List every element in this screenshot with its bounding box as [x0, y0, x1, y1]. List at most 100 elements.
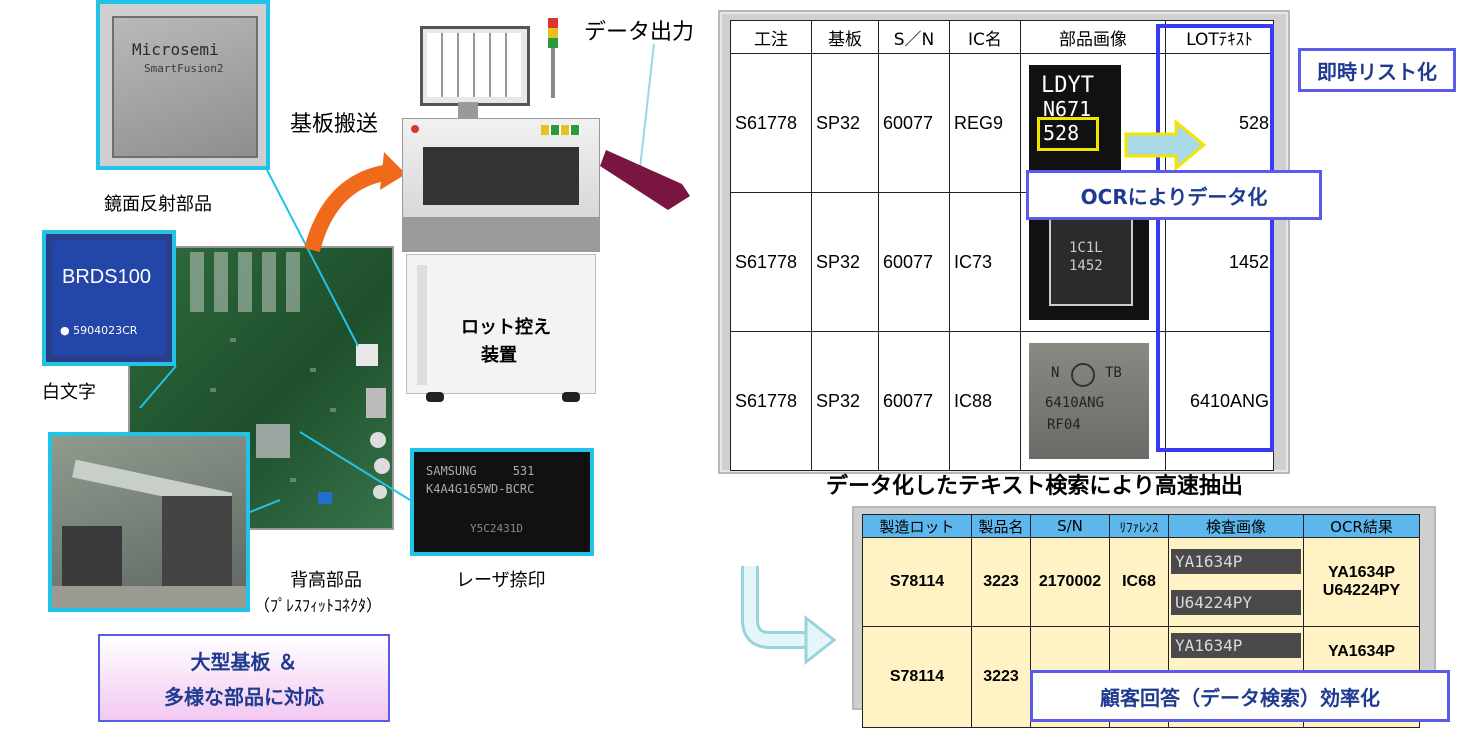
white-text-photo: BRDS100 ● 5904023CR — [42, 230, 176, 366]
lot-machine: ロット控え 装置 — [398, 18, 600, 408]
inspection-image-line: U64224PY — [1171, 590, 1301, 615]
col-header: 製品名 — [971, 514, 1031, 538]
lot-table: 工注 基板 S／N IC名 部品画像 LOTﾃｷｽﾄ S61778 SP32 6… — [730, 20, 1274, 471]
pcb-details — [150, 252, 390, 504]
white-text-main: BRDS100 — [62, 266, 151, 288]
part-image-1: LDYT N671 528 — [1029, 65, 1121, 181]
table-cell: REG9 — [949, 53, 1021, 193]
part-image-1-line-1: LDYT — [1041, 73, 1094, 98]
large-board-callout-line-2: 多様な部品に対応 — [164, 685, 324, 709]
large-board-callout-line-1: 大型基板 ＆ — [190, 650, 298, 674]
col-header: IC名 — [949, 20, 1021, 54]
white-text-label: 白文字 — [42, 382, 96, 403]
transport-arrow-head — [380, 152, 406, 190]
table-cell: S61778 — [730, 53, 812, 193]
customer-efficiency-callout: 顧客回答（データ検索）効率化 — [1030, 670, 1450, 722]
part-image-3-line-1: N — [1051, 365, 1060, 381]
col-header: 部品画像 — [1020, 20, 1166, 54]
col-header: 工注 — [730, 20, 812, 54]
table-cell: S61778 — [730, 192, 812, 332]
part-image-3-line-3: 6410ANG — [1045, 395, 1105, 411]
machine-monitor — [420, 26, 530, 106]
mirror-chip-sub: SmartFusion2 — [144, 62, 224, 75]
table-row: S61778 SP32 60077 IC73 1C1L 1452 1452 — [730, 192, 1274, 332]
part-image-cell: LDYT N671 528 — [1020, 53, 1166, 193]
instant-list-callout: 即時リスト化 — [1298, 48, 1456, 92]
table-cell: 60077 — [878, 331, 950, 471]
table-cell: 528 — [1165, 53, 1274, 193]
col-header: S/N — [1030, 514, 1110, 538]
ocr-highlight-box — [1037, 117, 1099, 151]
ocr-result-cell: YA1634P U64224PY — [1303, 537, 1420, 627]
inspection-image-line: YA1634P — [1171, 633, 1301, 658]
table-cell: S78114 — [862, 537, 972, 627]
large-board-callout: 大型基板 ＆ 多様な部品に対応 — [98, 634, 390, 722]
table-cell: SP32 — [811, 192, 879, 332]
ocr-result-line: YA1634P — [1327, 564, 1396, 581]
machine-cabinet: ロット控え 装置 — [406, 254, 596, 394]
table-cell: 60077 — [878, 53, 950, 193]
mirror-part-photo: Microsemi SmartFusion2 — [96, 0, 270, 170]
part-image-cell: 1C1L 1452 — [1020, 192, 1166, 332]
part-image-3: N TB 6410ANG RF04 — [1029, 343, 1149, 459]
board-transport-label: 基板搬送 — [290, 112, 379, 137]
lot-text-highlight — [1156, 24, 1274, 452]
laser-line-3: Y5C2431D — [470, 522, 523, 535]
table-cell: IC68 — [1109, 537, 1169, 627]
table-cell: IC88 — [949, 331, 1021, 471]
press-fit-connector — [52, 459, 246, 608]
part-image-cell: N TB 6410ANG RF04 — [1020, 331, 1166, 471]
part-image-1-line-3: 528 — [1043, 121, 1080, 145]
table-row: S78114 3223 2170002 IC68 YA1634P U64224P… — [862, 537, 1420, 627]
part-image-2-line-2: 1452 — [1069, 258, 1103, 274]
tall-part-label-1: 背高部品 — [290, 570, 362, 591]
laser-mark-label: レーザ捺印 — [456, 570, 546, 591]
ocr-result-line: U64224PY — [1322, 582, 1401, 599]
part-image-3-line-4: RF04 — [1047, 417, 1081, 433]
transport-arrow-body — [304, 164, 392, 253]
mirror-chip: Microsemi SmartFusion2 — [112, 16, 258, 158]
search-caption: データ化したテキスト検索により高速抽出 — [826, 474, 1243, 499]
col-header: ﾘﾌｧﾚﾝｽ — [1109, 514, 1169, 538]
mirror-chip-brand: Microsemi — [132, 40, 219, 59]
lot-table-window: 工注 基板 S／N IC名 部品画像 LOTﾃｷｽﾄ S61778 SP32 6… — [718, 10, 1290, 474]
tall-part-photo — [48, 432, 250, 612]
tall-part-label-2: （ﾌﾟﾚｽﾌｨｯﾄｺﾈｸﾀ） — [254, 596, 383, 615]
machine-upper-body — [402, 118, 600, 252]
ocr-result-line: YA1634P — [1327, 643, 1396, 660]
table-cell: S61778 — [730, 331, 812, 471]
search-arrow — [741, 566, 837, 666]
table-row: S61778 SP32 60077 IC88 N TB 6410ANG RF04… — [730, 331, 1274, 471]
col-header: OCR結果 — [1303, 514, 1420, 538]
machine-label-1: ロット控え — [461, 317, 551, 338]
part-image-3-line-2: TB — [1105, 365, 1122, 381]
inspection-image-cell: YA1634P U64224PY — [1168, 537, 1304, 627]
table-cell: 6410ANG — [1165, 331, 1274, 471]
table-cell: 60077 — [878, 192, 950, 332]
col-header: 検査画像 — [1168, 514, 1304, 538]
search-table-header: 製造ロット 製品名 S/N ﾘﾌｧﾚﾝｽ 検査画像 OCR結果 — [862, 514, 1420, 538]
inspection-image-line: YA1634P — [1171, 549, 1301, 574]
output-arrow — [600, 150, 690, 210]
connector-lines — [139, 43, 690, 513]
laser-line-1: SAMSUNG 531 — [426, 464, 535, 478]
data-output-label: データ出力 — [584, 20, 695, 45]
table-cell: 3223 — [971, 626, 1031, 728]
signal-tower — [548, 18, 558, 98]
table-cell: SP32 — [811, 53, 879, 193]
white-text-sub: ● 5904023CR — [60, 324, 138, 337]
table-cell: 3223 — [971, 537, 1031, 627]
mirror-part-label: 鏡面反射部品 — [104, 194, 212, 215]
table-cell: 2170002 — [1030, 537, 1110, 627]
machine-label-2: 装置 — [481, 345, 517, 366]
table-cell: IC73 — [949, 192, 1021, 332]
ocr-arrow — [1124, 120, 1207, 170]
table-row: S61778 SP32 60077 REG9 LDYT N671 528 528 — [730, 53, 1274, 193]
table-cell: SP32 — [811, 331, 879, 471]
part-image-2: 1C1L 1452 — [1029, 204, 1149, 320]
laser-line-2: K4A4G165WD-BCRC — [426, 482, 535, 496]
white-text-chip: BRDS100 ● 5904023CR — [52, 240, 166, 356]
ocr-callout: OCRによりデータ化 — [1026, 170, 1322, 220]
laser-mark-photo: SAMSUNG 531 K4A4G165WD-BCRC Y5C2431D — [410, 448, 594, 556]
col-header: S／N — [878, 20, 950, 54]
